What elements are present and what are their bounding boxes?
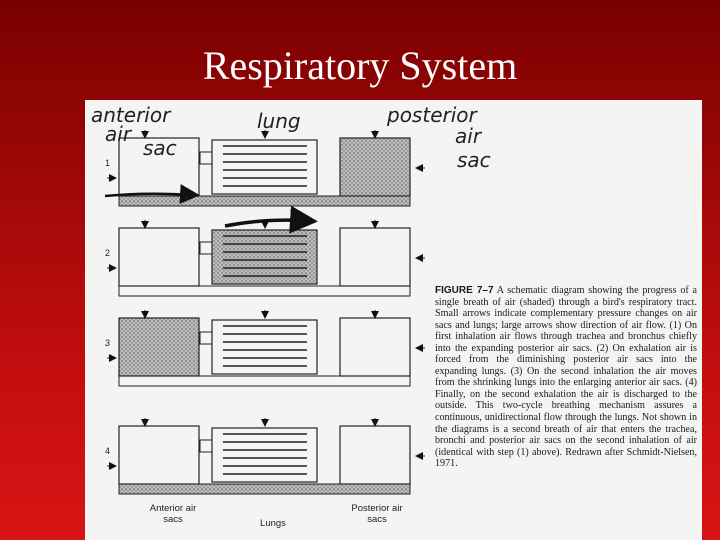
bronchus-channel <box>118 375 411 387</box>
stage-1: 1 <box>105 130 425 207</box>
bottom-label-lungs: Lungs <box>260 518 286 529</box>
stage-2: 2 <box>105 220 425 297</box>
lung-box <box>211 319 318 375</box>
bronchus-channel <box>118 285 411 297</box>
stage-number: 2 <box>105 248 110 258</box>
handwritten-posterior-label: posterior air sac <box>386 103 491 172</box>
stage-number: 1 <box>105 158 110 168</box>
bronchus-box <box>199 439 213 453</box>
bottom-label-posterior: Posterior air sacs <box>351 503 403 525</box>
handwritten-lung-label: lung <box>257 109 301 133</box>
flow-arrow-stage-2 <box>224 205 318 234</box>
figure-image: 1 2 3 4 anterior air sac lung posterior air… <box>85 100 702 540</box>
lung-box <box>211 229 318 285</box>
handwritten-anterior-label: anterior air sac <box>91 103 177 160</box>
bronchus-channel <box>118 195 411 207</box>
anterior-air-sac <box>118 317 200 377</box>
figure-caption-text: A schematic diagram showing the progress… <box>435 285 697 470</box>
bottom-label-anterior: Anterior air sacs <box>149 503 197 525</box>
posterior-word-1: posterior <box>386 103 479 127</box>
posterior-air-sac <box>339 425 411 485</box>
lung-box <box>211 427 318 483</box>
posterior-word-3: sac <box>457 148 491 172</box>
bronchus-box <box>199 151 213 165</box>
figure-label: FIGURE 7–7 <box>435 285 494 296</box>
breathing-stages: 1 2 3 4 <box>105 130 425 495</box>
stage-4: 4 <box>105 418 425 495</box>
posterior-word-2: air <box>455 124 483 148</box>
figure-caption: FIGURE 7–7 A schematic diagram showing t… <box>435 285 697 470</box>
inhale-arrow-stage-1 <box>104 184 200 205</box>
anterior-word-1: anterior <box>91 103 172 127</box>
stage-number: 4 <box>105 446 110 456</box>
bronchus-box <box>199 331 213 345</box>
anterior-air-sac <box>118 425 200 485</box>
anterior-word-3: sac <box>143 136 177 160</box>
anterior-word-2: air <box>105 122 133 146</box>
posterior-air-sac <box>339 137 411 197</box>
bronchus-box <box>199 241 213 255</box>
stage-3: 3 <box>105 310 425 387</box>
respiration-diagram: 1 2 3 4 anterior air sac lung posterior air… <box>91 103 491 495</box>
stage-number: 3 <box>105 338 110 348</box>
lung-box <box>211 139 318 195</box>
anterior-air-sac <box>118 227 200 287</box>
posterior-air-sac <box>339 227 411 287</box>
slide-title: Respiratory System <box>202 43 518 88</box>
bronchus-channel <box>118 483 411 495</box>
posterior-air-sac <box>339 317 411 377</box>
